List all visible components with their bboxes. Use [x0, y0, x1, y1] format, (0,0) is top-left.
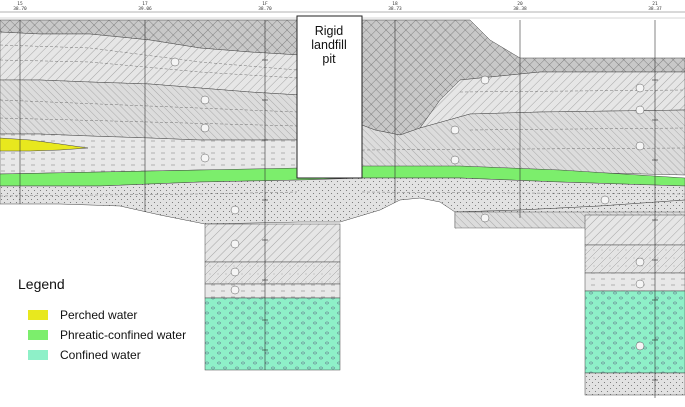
borehole-label-20: 20 38.38 [500, 2, 540, 12]
legend-label: Perched water [60, 308, 138, 322]
pit-label-line: Rigid [314, 24, 344, 38]
pit-label-line: pit [322, 52, 336, 66]
borehole-elevation: 38.37 [648, 7, 662, 12]
borehole-number: 18 [392, 2, 398, 7]
pit-label: Rigid landfill pit [296, 24, 362, 66]
contour-lines [0, 44, 685, 197]
borehole-number: 15 [17, 2, 23, 7]
borehole-label-17: 17 39.06 [125, 2, 165, 12]
borehole-number: 17 [142, 2, 148, 7]
confined-water-left [204, 297, 341, 371]
borehole-elevation: 38.70 [13, 7, 27, 12]
rigid-landfill-pit [296, 15, 363, 179]
borehole-number: 1F [262, 2, 268, 7]
legend-swatch [28, 350, 48, 360]
legend-label: Phreatic-confined water [60, 328, 187, 342]
borehole-elevation: 38.38 [513, 7, 527, 12]
legend-item-phreatic-confined: Phreatic-confined water [28, 327, 186, 343]
borehole-label-1F: 1F 38.70 [245, 2, 285, 12]
legend-swatch [28, 310, 48, 320]
legend-item-perched: Perched water [28, 307, 137, 323]
borehole-number: 21 [652, 2, 658, 7]
borehole-elevation: 38.73 [388, 7, 402, 12]
legend-swatch [28, 330, 48, 340]
borehole-number: 20 [517, 2, 523, 7]
borehole-label-18: 18 38.73 [375, 2, 415, 12]
borehole-label-21: 21 38.37 [635, 2, 675, 12]
silt-layer [0, 133, 301, 175]
confined-water-right [584, 290, 685, 374]
layer-markers [170, 57, 645, 351]
pit-label-line: landfill [311, 38, 347, 52]
borehole-lines [19, 20, 656, 398]
legend-item-confined: Confined water [28, 347, 141, 363]
deep-section-left [204, 223, 341, 371]
legend-title: Legend [18, 276, 65, 292]
perched-water-lens [0, 137, 89, 152]
borehole-ticks [262, 59, 658, 381]
deep-section-right [454, 211, 685, 396]
borehole-elevation: 38.70 [258, 7, 272, 12]
borehole-label-15: 15 38.70 [0, 2, 40, 12]
legend-label: Confined water [60, 348, 141, 362]
borehole-elevation: 39.06 [138, 7, 152, 12]
strata-upper [0, 19, 685, 176]
